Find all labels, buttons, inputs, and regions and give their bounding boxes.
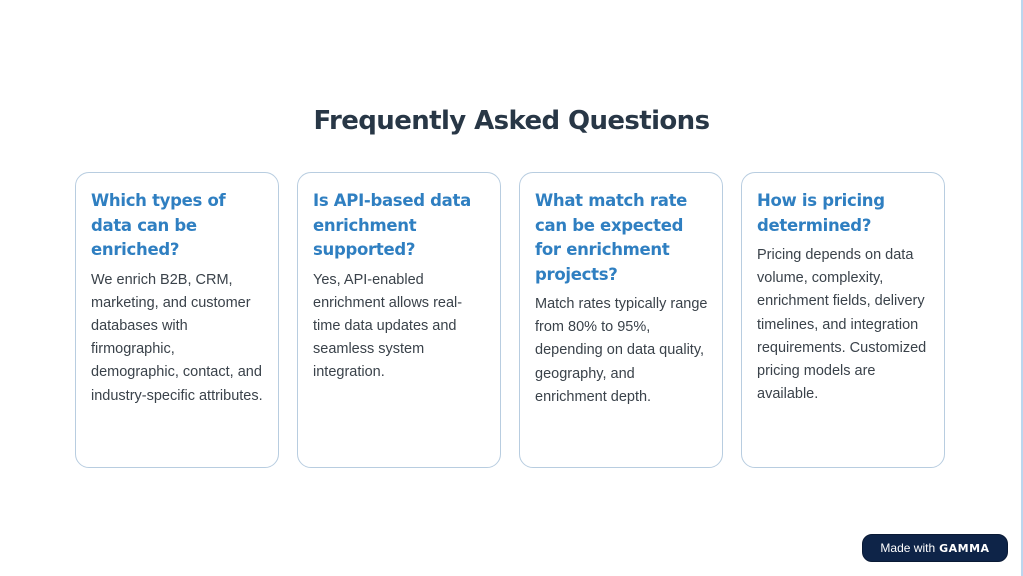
page-title: Frequently Asked Questions (313, 106, 711, 136)
faq-answer: We enrich B2B, CRM, marketing, and custo… (91, 271, 263, 404)
made-with-gamma-badge[interactable]: Made with GAMMA (862, 534, 1008, 562)
faq-question: Which types of data can be enriched? (91, 191, 226, 259)
faq-question: What match rate can be expected for enri… (535, 191, 688, 284)
page-right-edge (1021, 0, 1023, 576)
faq-question: How is pricing determined? (757, 191, 885, 235)
faq-question: Is API-based data enrichment supported? (313, 191, 471, 259)
faq-card-data-types: Which types of data can be enriched? We … (75, 172, 279, 468)
faq-answer: Yes, API-enabled enrichment allows real-… (313, 271, 463, 381)
badge-prefix: Made with (880, 541, 936, 555)
faq-card-match-rate: What match rate can be expected for enri… (519, 172, 723, 468)
gamma-logo: GAMMA (939, 541, 990, 555)
faq-answer: Match rates typically range from 80% to … (535, 296, 708, 405)
faq-card-api: Is API-based data enrichment supported? … (297, 172, 501, 468)
faq-answer: Pricing depends on data volume, complexi… (757, 247, 927, 403)
faq-card-pricing: How is pricing determined? Pricing depen… (741, 172, 945, 468)
